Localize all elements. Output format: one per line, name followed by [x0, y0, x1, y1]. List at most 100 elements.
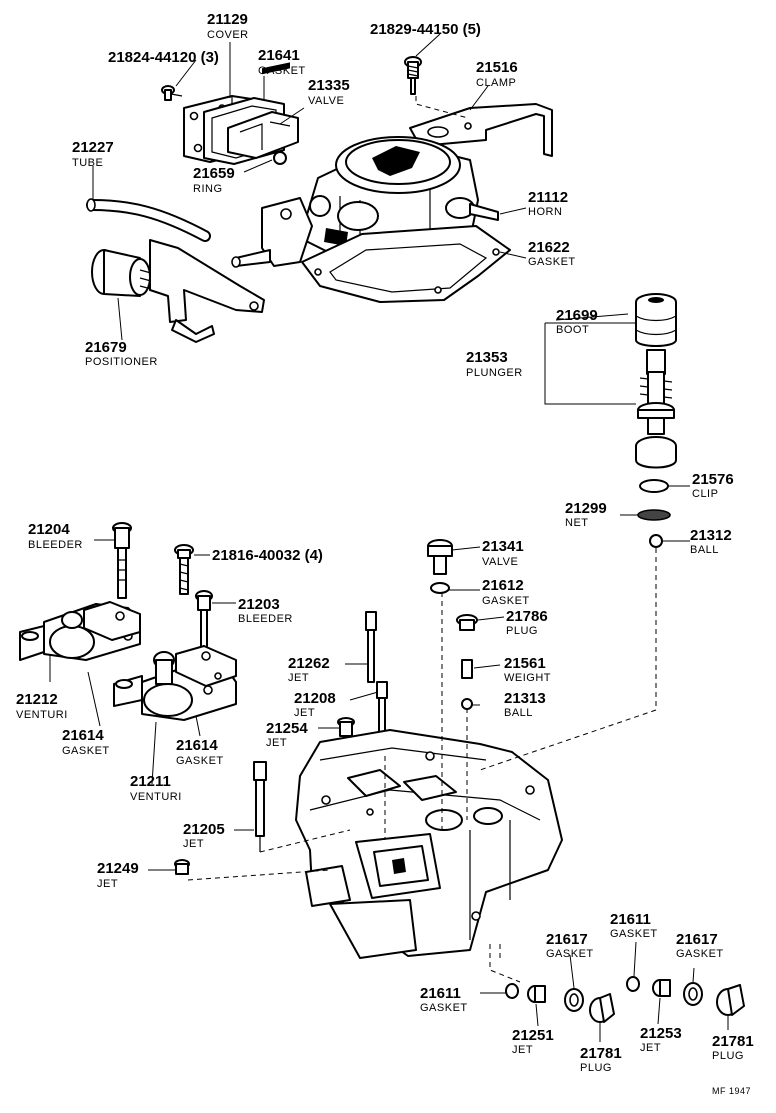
- part-label-21612: 21612 GASKET: [482, 577, 529, 607]
- part-number: 21262: [288, 655, 330, 672]
- part-name: JET: [266, 737, 287, 749]
- part-number: 21561: [504, 655, 546, 672]
- carburetor-main-body-drawing: [295, 729, 563, 959]
- part-number: 21312: [690, 527, 732, 544]
- part-label-21312: 21312 BALL: [690, 527, 732, 556]
- part-label-21816: 21816-40032 (4): [212, 547, 323, 564]
- part-label-21253: 21253 JET: [640, 1025, 682, 1054]
- part-label-21299: 21299 NET: [565, 500, 607, 529]
- part-label-21208: 21208 JET: [294, 690, 336, 719]
- part-number: 21253: [640, 1025, 682, 1042]
- part-name: VENTURI: [130, 791, 182, 803]
- part-name: JET: [640, 1042, 661, 1054]
- part-number: 21659: [193, 165, 235, 182]
- clamp-21516-drawing: [409, 103, 553, 157]
- part-label-21112: 21112 HORN: [528, 189, 568, 218]
- weight-21561-drawing: [461, 659, 473, 679]
- part-name: JET: [183, 838, 204, 850]
- part-name: HORN: [528, 206, 562, 218]
- part-name: CLIP: [692, 488, 718, 500]
- part-label-21205: 21205 JET: [183, 821, 225, 850]
- jet-21254-drawing: [337, 717, 355, 737]
- part-number: 21781: [580, 1045, 622, 1062]
- part-label-21227: 21227 TUBE: [72, 139, 114, 169]
- part-number: 21254: [266, 720, 308, 737]
- part-name: GASKET: [176, 755, 224, 767]
- gasket-21617a-drawing: [564, 988, 584, 1012]
- plug-21781b-drawing: [716, 984, 745, 1016]
- part-name: PLUG: [506, 625, 538, 637]
- alignment-lines: [187, 96, 657, 983]
- part-number: 21353: [466, 349, 508, 366]
- part-label-21211: 21211 VENTURI: [130, 773, 182, 803]
- part-number: 21299: [565, 500, 607, 517]
- part-name: VALVE: [482, 556, 518, 568]
- part-number: 21112: [528, 189, 568, 206]
- jet-21205-drawing: [253, 761, 267, 852]
- part-label-21516: 21516 CLAMP: [476, 59, 518, 89]
- part-name: BALL: [690, 544, 719, 556]
- leader-lines: [49, 33, 729, 1042]
- gasket-21611b-drawing: [626, 976, 640, 992]
- part-number: 21611: [420, 985, 461, 1002]
- part-number: 21335: [308, 77, 350, 94]
- part-number: 21341: [482, 538, 524, 555]
- part-number: 21227: [72, 139, 114, 156]
- jet-21262-drawing: [365, 611, 377, 683]
- part-number: 21824-44120 (3): [108, 49, 219, 66]
- part-label-21659: 21659 RING: [193, 165, 235, 195]
- part-label-21617a: 21617 GASKET: [546, 931, 593, 960]
- net-21299-drawing: [637, 509, 671, 521]
- part-name: PLUNGER: [466, 367, 523, 379]
- part-number: 21212: [16, 691, 58, 708]
- part-number: 21781: [712, 1033, 754, 1050]
- part-name: JET: [512, 1044, 533, 1056]
- part-name: GASKET: [528, 256, 576, 268]
- gasket-21611a-drawing: [505, 983, 519, 999]
- screw-21829-drawing: [404, 56, 422, 95]
- part-name: VENTURI: [16, 709, 68, 721]
- part-name: GASKET: [420, 1002, 468, 1014]
- part-number: 21129: [207, 11, 248, 28]
- valve-21341-drawing: [427, 539, 453, 575]
- bleeder-21203-drawing: [195, 590, 213, 653]
- part-label-21251: 21251 JET: [512, 1027, 554, 1056]
- part-label-21824: 21824-44120 (3): [108, 49, 219, 66]
- part-name: BOOT: [556, 324, 589, 336]
- part-label-21614a: 21614 GASKET: [62, 727, 109, 757]
- part-number: 21816-40032 (4): [212, 547, 323, 564]
- part-name: NET: [565, 517, 589, 529]
- part-label-21254: 21254 JET: [266, 720, 308, 749]
- part-number: 21699: [556, 307, 598, 324]
- part-number: 21622: [528, 239, 570, 256]
- part-number: 21313: [504, 690, 546, 707]
- part-number: 21612: [482, 577, 524, 594]
- part-label-21129: 21129 COVER: [207, 11, 248, 41]
- part-number: 21614: [62, 727, 104, 744]
- part-number: 21208: [294, 690, 336, 707]
- part-number: 21614: [176, 737, 218, 754]
- part-name: JET: [288, 672, 309, 684]
- part-label-21617b: 21617 GASKET: [676, 931, 723, 960]
- part-number: 21211: [130, 773, 171, 790]
- part-label-21829: 21829-44150 (5): [370, 21, 481, 38]
- screw-21824-drawing: [161, 85, 183, 101]
- part-label-21611b: 21611 GASKET: [610, 911, 657, 940]
- part-label-21781b: 21781 PLUG: [712, 1033, 754, 1062]
- part-name: WEIGHT: [504, 672, 551, 684]
- part-label-21313: 21313 BALL: [504, 690, 546, 719]
- ring-21659-drawing: [273, 151, 287, 165]
- part-name: BLEEDER: [28, 539, 83, 551]
- part-number: 21829-44150 (5): [370, 21, 481, 38]
- part-name: VALVE: [308, 95, 344, 107]
- positioner-21679-drawing: [91, 239, 265, 343]
- part-label-21576: 21576 CLIP: [692, 471, 734, 500]
- part-name: JET: [294, 707, 315, 719]
- gasket-21617b-drawing: [683, 982, 703, 1006]
- jet-21249-drawing: [174, 859, 190, 875]
- part-label-21341: 21341 VALVE: [482, 538, 524, 568]
- gasket-21622-drawing: [301, 225, 511, 303]
- part-label-21641: 21641 GASKET: [258, 47, 305, 77]
- plunger-bracket: [544, 322, 636, 405]
